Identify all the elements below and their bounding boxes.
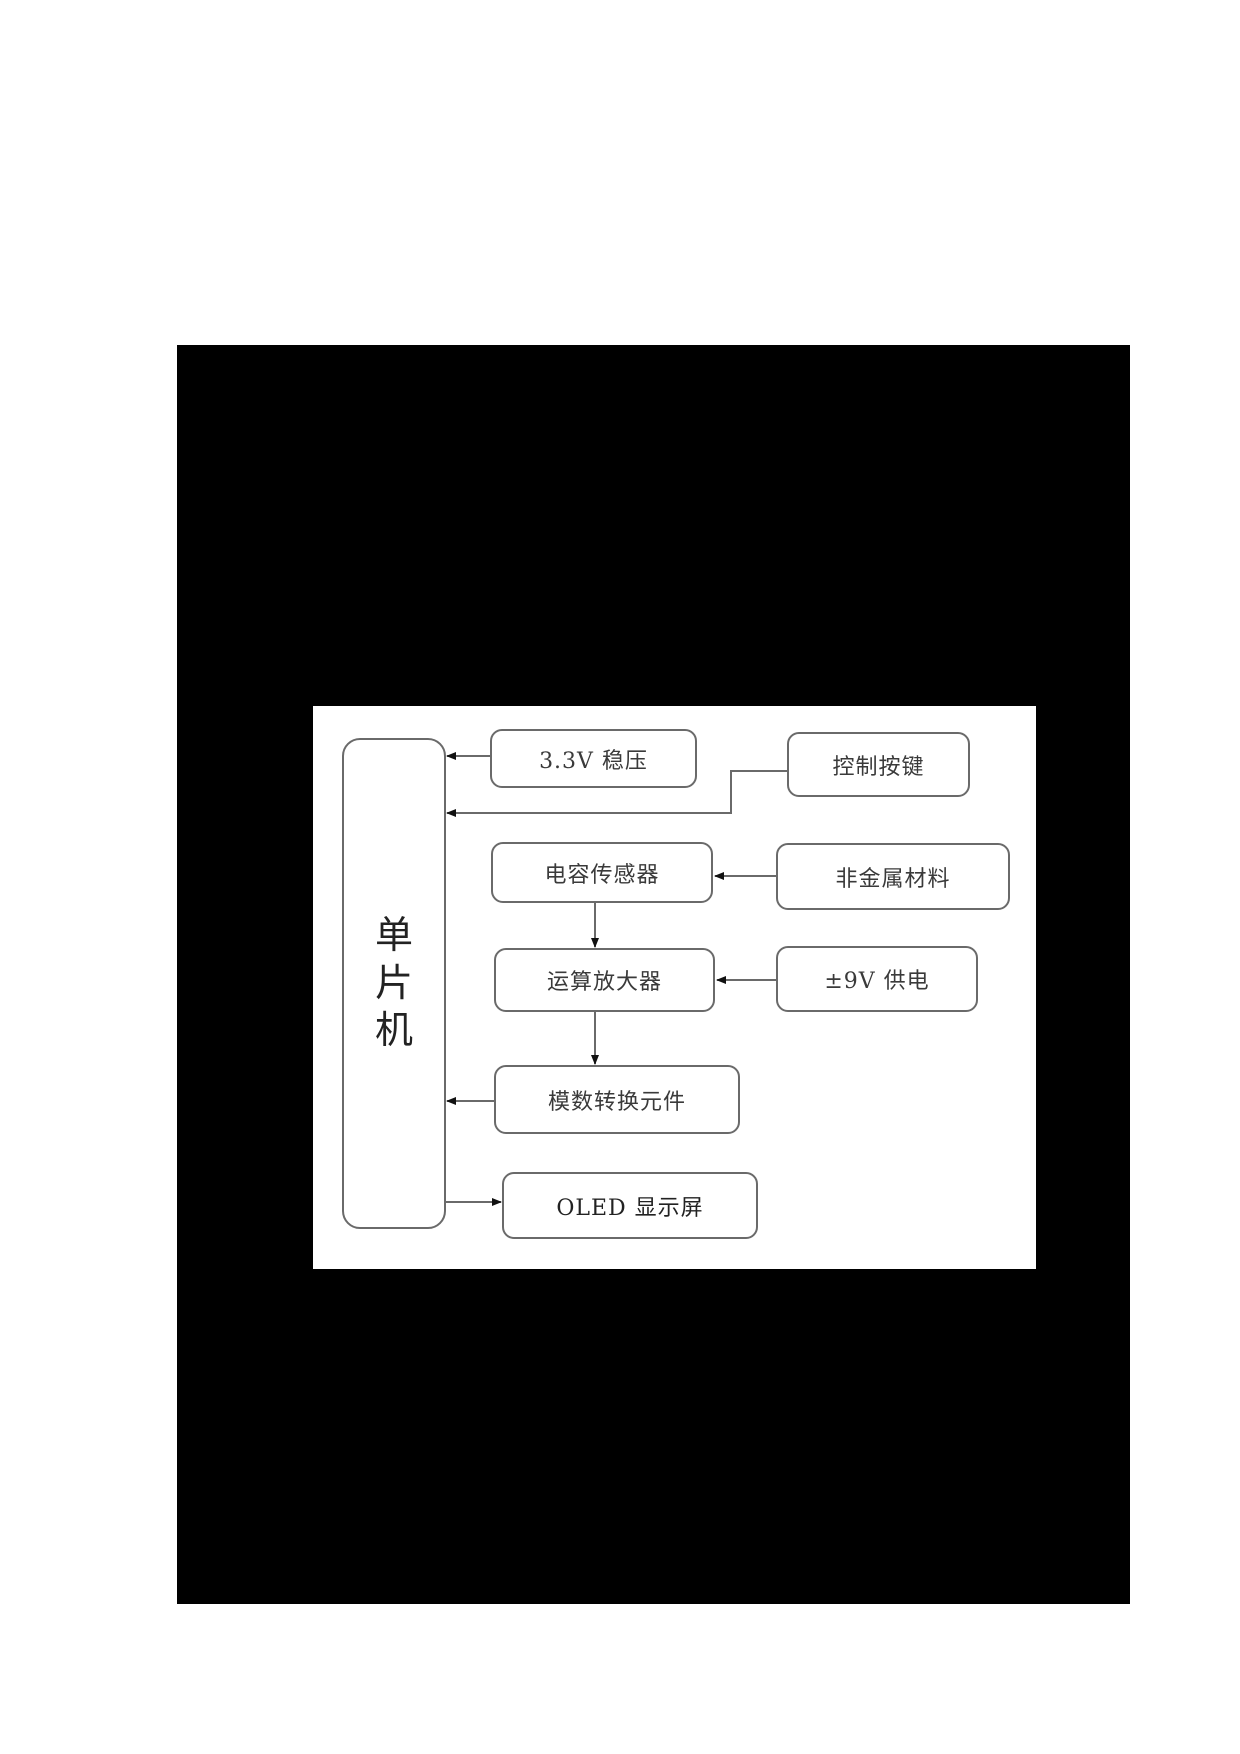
power-9v-block: ±9V 供电 (776, 946, 978, 1012)
op-amp-label: 运算放大器 (546, 970, 662, 995)
mcu-label-char-2: 片 (374, 960, 413, 1005)
regulator-block: 3.3V 稳压 (490, 729, 697, 788)
mcu-label-char-1: 单 (374, 913, 413, 958)
control-keys-block: 控制按键 (787, 732, 970, 797)
non-metal-label: 非金属材料 (835, 866, 951, 892)
oled-block: OLED 显示屏 (502, 1172, 758, 1239)
mcu-block: 单 片 机 (342, 738, 446, 1229)
cap-sensor-label: 电容传感器 (544, 862, 660, 888)
regulator-label: 3.3V 稳压 (539, 748, 648, 774)
non-metal-block: 非金属材料 (776, 843, 1010, 910)
op-amp-block: 运算放大器 (494, 948, 715, 1012)
adc-label: 模数转换元件 (547, 1089, 686, 1115)
adc-block: 模数转换元件 (494, 1065, 740, 1134)
cap-sensor-block: 电容传感器 (491, 842, 713, 903)
power-9v-label: ±9V 供电 (824, 969, 930, 994)
mcu-label-char-3: 机 (374, 1008, 413, 1053)
oled-label: OLED 显示屏 (556, 1195, 704, 1221)
control-keys-label: 控制按键 (832, 754, 925, 780)
